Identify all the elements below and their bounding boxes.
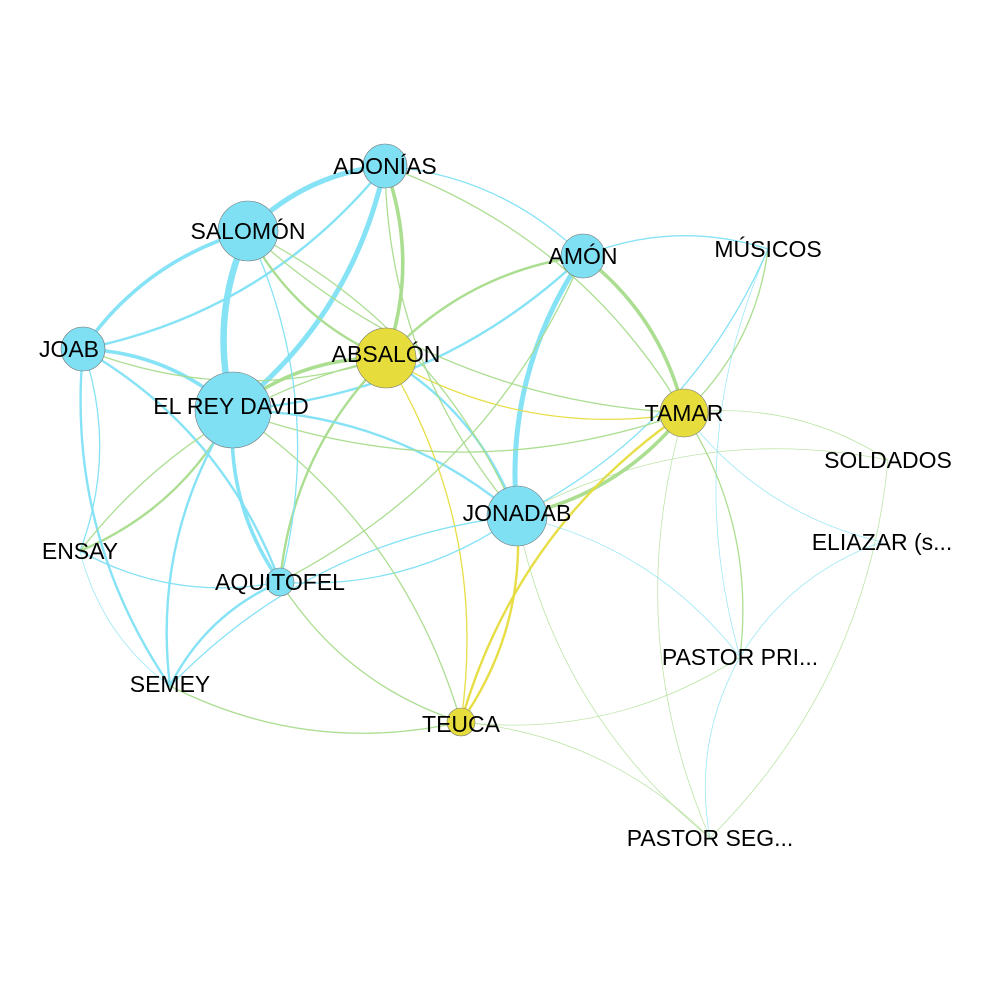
- edge-rey_david-semey: [165, 408, 235, 688]
- edge-tamar-teuca: [459, 411, 686, 724]
- edge-eliazar-pastor_pri: [739, 541, 883, 658]
- node-label-joab: JOAB: [39, 336, 99, 362]
- node-rey_david[interactable]: [194, 371, 272, 449]
- edge-aquitofel-amon: [279, 255, 584, 583]
- edge-tamar-eliazar: [683, 412, 883, 543]
- edge-adonias-jonadab: [384, 165, 518, 517]
- node-label-semey: SEMEY: [130, 671, 211, 697]
- edge-tamar-musicos: [683, 248, 769, 414]
- node-label-soldados: SOLDADOS: [824, 447, 952, 473]
- edge-pastor_pri-pastor_seg: [704, 656, 741, 839]
- node-label-rey_david: EL REY DAVID: [153, 393, 309, 419]
- node-label-absalon: ABSALÓN: [332, 341, 441, 367]
- edge-aquitofel-semey: [168, 580, 282, 688]
- node-aquitofel[interactable]: [265, 567, 295, 597]
- edge-joab-semey: [79, 347, 172, 688]
- node-label-pastor_seg: PASTOR SEG...: [627, 825, 794, 851]
- edge-rey_david-teuca: [232, 409, 462, 723]
- node-tamar[interactable]: [659, 388, 709, 438]
- node-salomon[interactable]: [217, 200, 279, 262]
- node-label-salomon: SALOMÓN: [190, 218, 305, 244]
- edge-amon-jonadab: [512, 253, 586, 519]
- edge-aquitofel-teuca: [279, 581, 462, 723]
- labels-layer: ADONÍAS SALOMÓN AMÓN MÚSICOS JOAB ABSALÓN EL R…: [39, 153, 952, 851]
- edge-salomon-aquitofel: [247, 230, 299, 583]
- edge-joab-adonias: [81, 164, 387, 351]
- node-label-adonias: ADONÍAS: [333, 153, 437, 179]
- nodes-layer: [60, 143, 709, 737]
- node-label-tamar: TAMAR: [645, 400, 724, 426]
- edge-rey_david-tamar: [232, 409, 685, 453]
- edge-jonadab-aquitofel: [279, 515, 518, 584]
- edge-tamar-pastor_pri: [683, 412, 744, 658]
- edge-adonias-rey_david: [230, 163, 388, 413]
- edge-jonadab-pastor_pri: [516, 515, 741, 658]
- edge-tamar-soldados: [683, 410, 889, 461]
- edge-tamar-pastor_seg: [657, 412, 711, 839]
- node-label-amon: AMÓN: [549, 243, 618, 269]
- edge-teuca-pastor_pri: [460, 656, 741, 726]
- edge-musicos-jonadab: [516, 248, 769, 517]
- node-label-teuca: TEUCA: [422, 711, 501, 737]
- edge-absalon-teuca: [385, 357, 468, 723]
- edge-amon-rey_david: [231, 254, 585, 412]
- node-adonias[interactable]: [362, 143, 408, 189]
- node-jonadab[interactable]: [486, 485, 548, 547]
- edge-musicos-pastor_pri: [715, 248, 769, 658]
- edge-joab-aquitofel: [81, 347, 282, 584]
- node-label-musicos: MÚSICOS: [714, 236, 821, 262]
- node-label-eliazar: ELIAZAR (s...: [812, 529, 953, 555]
- node-joab[interactable]: [60, 326, 106, 372]
- edge-teuca-pastor_seg: [460, 721, 711, 839]
- edge-jonadab-pastor_seg: [516, 515, 711, 839]
- edge-amon-musicos: [582, 235, 769, 257]
- edge-absalon-aquitofel: [278, 356, 388, 584]
- edge-aquitofel-ensay: [79, 550, 281, 589]
- edge-semey-jonadab: [169, 515, 518, 687]
- edge-soldados-pastor_seg: [709, 459, 889, 839]
- edge-adonias-amon: [384, 165, 584, 257]
- edge-absalon-tamar: [385, 357, 685, 420]
- node-absalon[interactable]: [355, 327, 417, 389]
- node-label-aquitofel: AQUITOFEL: [215, 569, 345, 595]
- node-label-pastor_pri: PASTOR PRI...: [662, 644, 818, 670]
- edge-joab-ensay: [79, 348, 101, 552]
- node-teuca[interactable]: [446, 707, 476, 737]
- node-label-jonadab: JONADAB: [463, 500, 572, 526]
- edge-semey-teuca: [169, 685, 462, 734]
- edge-adonias-tamar: [384, 165, 685, 414]
- edge-ensay-semey: [79, 550, 171, 687]
- edge-jonadab-soldados: [516, 448, 889, 517]
- node-label-ensay: ENSAY: [42, 538, 118, 564]
- edge-salomon-tamar: [247, 230, 685, 414]
- node-amon[interactable]: [560, 233, 606, 279]
- edge-jonadab-rey_david: [231, 408, 519, 518]
